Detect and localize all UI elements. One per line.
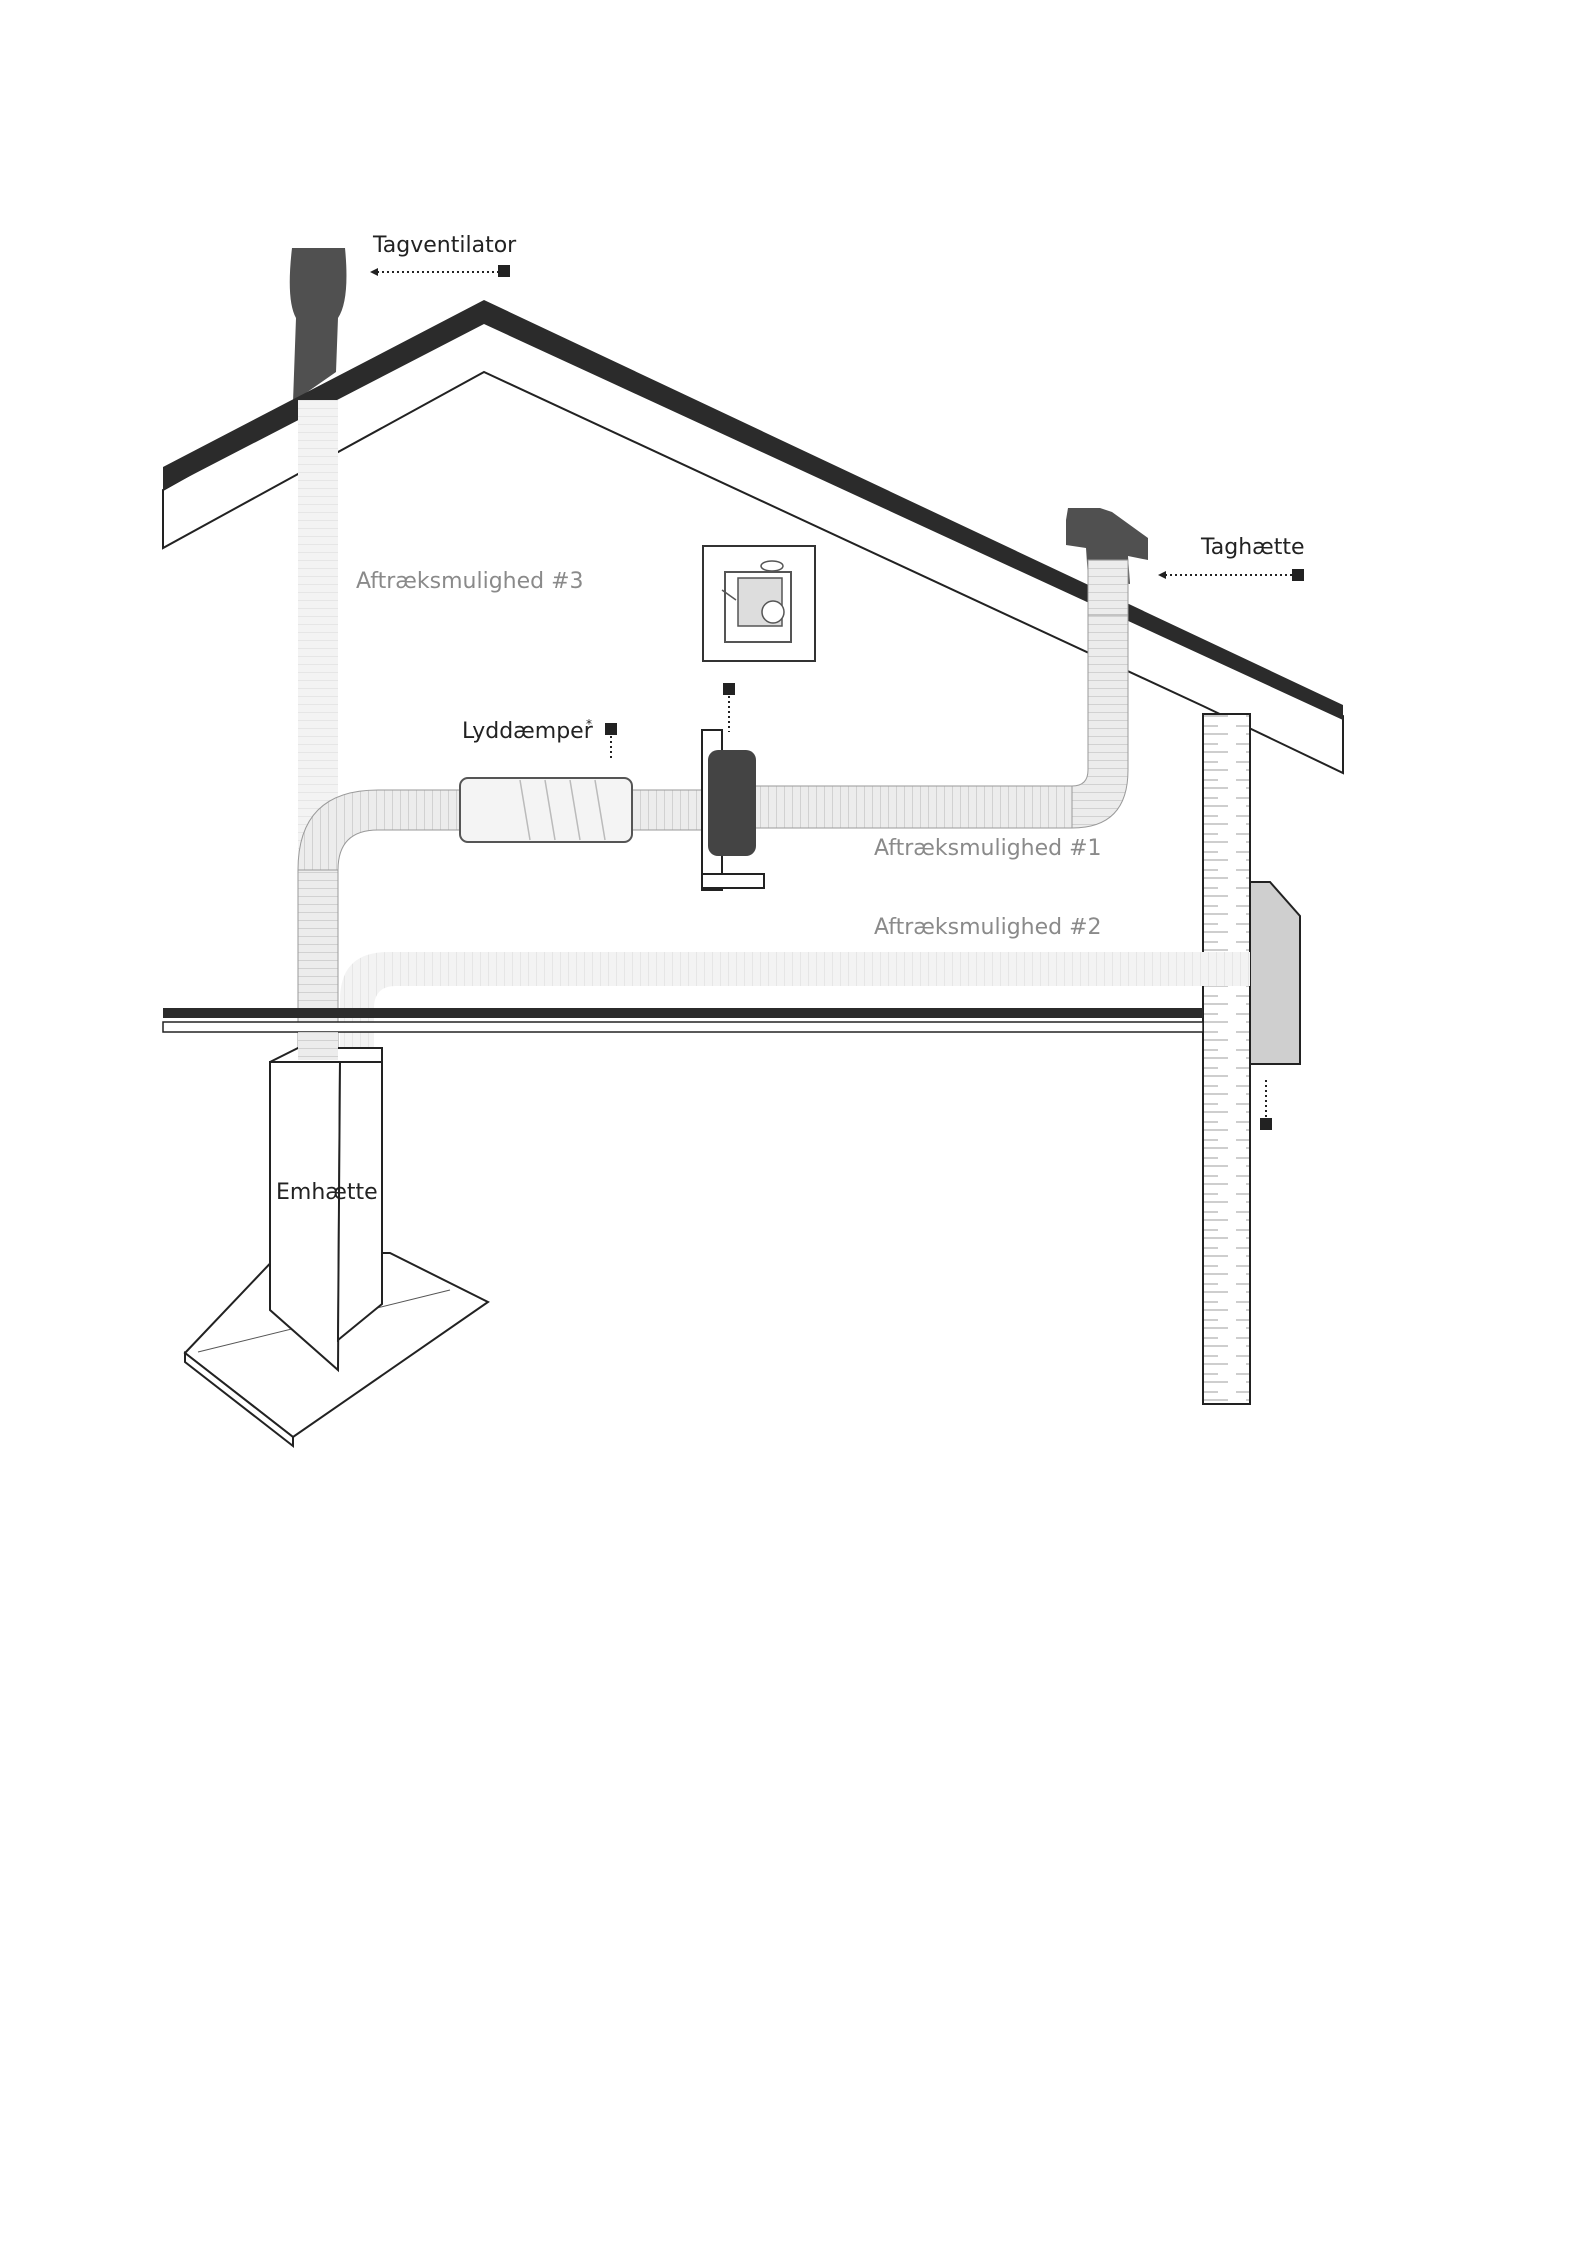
label-roof-cap: Taghætte <box>1200 535 1305 560</box>
outer-wall <box>1203 714 1250 1404</box>
leader-silencer <box>605 723 617 760</box>
fan-thumbnail <box>703 546 815 661</box>
leader-roof-fan <box>370 265 510 277</box>
label-silencer-footnote: * <box>586 717 592 731</box>
label-hood: Emhætte <box>276 1180 378 1205</box>
silencer-body <box>460 778 632 842</box>
exhaust-2-duct <box>340 952 1250 1058</box>
label-exhaust-2: Aftræksmulighed #2 <box>874 915 1102 940</box>
leader-wall-cap <box>1260 1080 1272 1130</box>
label-exhaust-3: Aftræksmulighed #3 <box>356 569 584 594</box>
leader-inline-fan <box>723 683 735 732</box>
roof-structure <box>163 300 1343 773</box>
inline-fan <box>702 730 764 890</box>
label-roof-fan: Tagventilator <box>372 233 517 258</box>
leader-roof-cap <box>1158 569 1304 581</box>
wall-cap <box>1250 882 1300 1064</box>
cooker-hood <box>185 1032 488 1446</box>
label-silencer: Lyddæmper <box>462 719 594 744</box>
label-exhaust-1: Aftræksmulighed #1 <box>874 836 1102 861</box>
